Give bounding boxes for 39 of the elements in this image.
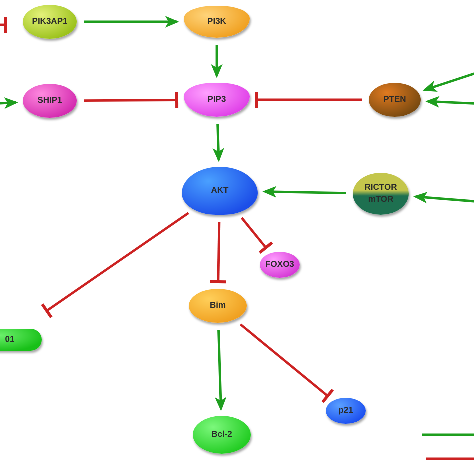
protein-node (193, 416, 251, 454)
protein-label: PI3K (208, 17, 226, 27)
protein-label: Bim (210, 301, 226, 311)
protein-label: PIK3AP1 (32, 17, 68, 27)
protein-label: mTOR (368, 195, 394, 205)
inhibition-line (0, 17, 8, 33)
protein-label: SHIP1 (38, 96, 62, 106)
protein-label: 01 (5, 335, 15, 345)
protein-node (23, 5, 77, 39)
arrow (426, 96, 474, 108)
protein-node (23, 84, 77, 118)
protein-label: PIP3 (208, 95, 226, 105)
protein-node (260, 252, 300, 278)
inhibition-line (210, 222, 226, 284)
protein-node (189, 289, 247, 323)
inhibition-line (256, 92, 362, 108)
protein-node (326, 398, 366, 424)
arrow (262, 186, 346, 198)
protein-node (182, 167, 258, 215)
protein-node (184, 83, 250, 117)
inhibition-line (240, 324, 334, 404)
inhibition-line (241, 217, 274, 254)
protein-label: RICTOR (364, 183, 398, 193)
arrow (211, 45, 223, 78)
inhibition-line (41, 212, 190, 318)
protein-node (184, 6, 250, 38)
protein-label: FOXO3 (266, 260, 294, 270)
arrow (422, 70, 474, 92)
protein-label: p21 (338, 406, 354, 416)
arrow (84, 16, 180, 28)
arrow (0, 97, 18, 110)
arrow (414, 192, 474, 204)
protein-label: AKT (211, 186, 229, 196)
protein-label: PTEN (384, 95, 406, 105)
protein-node (369, 83, 421, 117)
protein-label: Bcl-2 (212, 430, 232, 440)
inhibition-line (84, 92, 179, 108)
arrow (212, 124, 224, 162)
protein-node (353, 173, 409, 215)
